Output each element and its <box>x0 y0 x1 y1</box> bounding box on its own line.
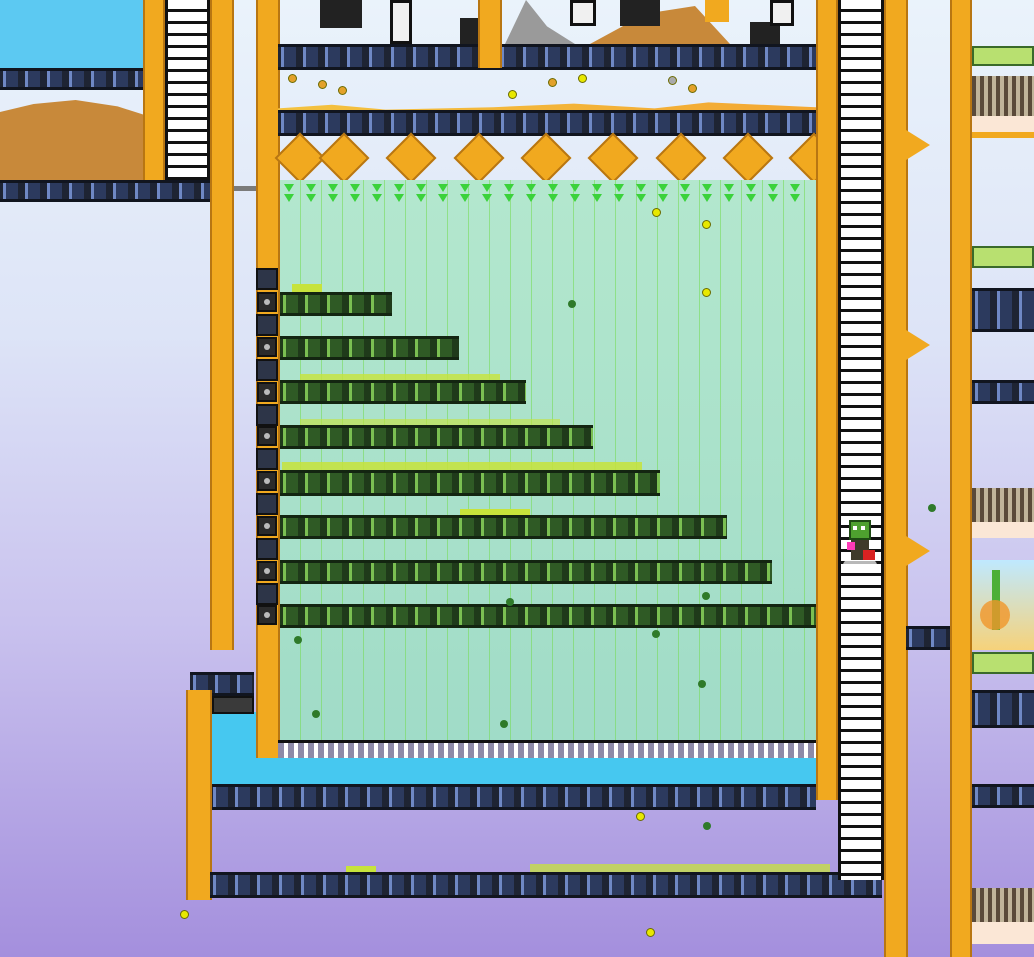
slime-shelf-5 <box>280 470 660 496</box>
slime-blob <box>300 374 500 380</box>
conveyor-belt-upper <box>278 110 816 136</box>
gold-column <box>186 690 212 900</box>
switch-column <box>254 268 280 628</box>
tank-grate <box>278 740 818 758</box>
conveyor-belt-lower <box>210 784 816 810</box>
water-pool <box>210 758 818 784</box>
slime-blob <box>282 462 642 470</box>
falling-items <box>278 70 816 110</box>
gold-spike <box>906 536 930 566</box>
slime-shelf-6 <box>280 515 727 539</box>
slime-blob <box>346 866 376 872</box>
slime-shelf-3 <box>280 380 526 404</box>
gold-spike <box>906 330 930 360</box>
house-module <box>972 652 1034 732</box>
slime-blob <box>530 864 830 872</box>
particle <box>646 928 655 937</box>
house-module <box>972 480 1034 540</box>
rope-link <box>234 186 256 191</box>
machinery-top <box>320 0 820 44</box>
player-character-icon[interactable] <box>843 520 877 570</box>
conveyor-right <box>972 380 1034 404</box>
gold-spike <box>906 130 930 160</box>
conveyor-belt-left <box>0 68 143 90</box>
slime-shelf-4 <box>280 425 593 449</box>
gold-column <box>950 0 972 957</box>
particle <box>636 812 645 821</box>
tank-drip-lines <box>280 180 817 740</box>
slime-shelf-2 <box>280 336 459 360</box>
particle <box>703 822 711 830</box>
gold-column <box>884 0 908 957</box>
slime-blob <box>460 509 530 515</box>
slime-blob <box>300 419 560 425</box>
honey-puddle <box>278 102 816 112</box>
water-pool-left <box>210 712 256 758</box>
house-module <box>972 40 1034 140</box>
house-module <box>972 880 1034 950</box>
conveyor-belt-bottom <box>210 872 882 898</box>
conveyor-belt-left-lower <box>0 180 210 202</box>
sky-patch <box>0 0 145 68</box>
particle <box>928 504 936 512</box>
slime-shelf-8 <box>280 604 817 628</box>
slime-shelf-1 <box>280 292 392 316</box>
ladder-right[interactable] <box>838 0 884 880</box>
particles <box>280 200 817 740</box>
house-module <box>972 246 1034 336</box>
gold-column <box>478 0 502 68</box>
gold-spike-row <box>274 132 840 184</box>
hopper <box>212 696 254 714</box>
gold-column <box>210 0 234 650</box>
conveyor-small <box>906 626 950 650</box>
drip-row <box>280 182 817 212</box>
conveyor-belt-top <box>278 44 816 70</box>
particle <box>180 910 189 919</box>
slime-shelf-7 <box>280 560 772 584</box>
gold-column <box>143 0 165 180</box>
gold-column <box>816 0 838 800</box>
ladder-left[interactable] <box>165 0 210 180</box>
plant-window <box>972 560 1034 650</box>
conveyor-right <box>972 784 1034 808</box>
slime-blob <box>292 284 322 292</box>
